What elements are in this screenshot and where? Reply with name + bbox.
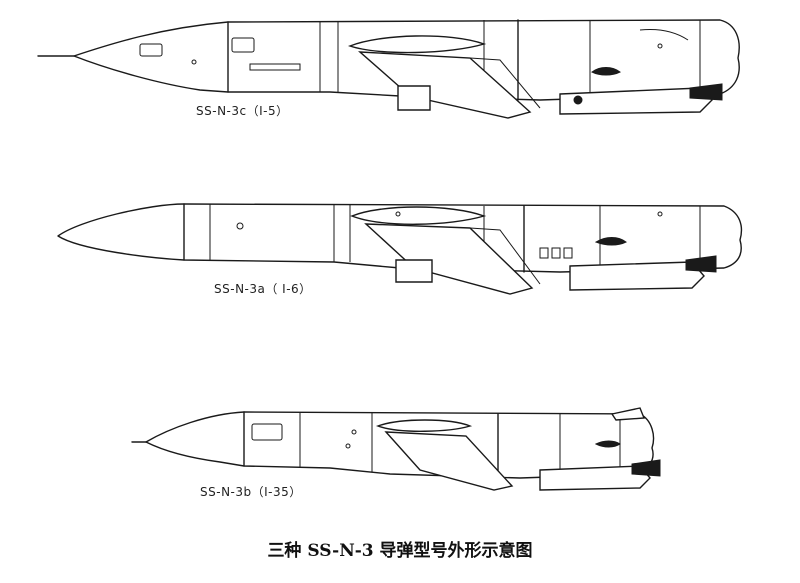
missile-ss-n-3a [57,203,743,295]
missile-ss-n-3b [131,407,661,491]
figure-caption: 三种 SS-N-3 导弹型号外形示意图 [267,541,533,561]
label-ss-n-3a: SS-N-3a（ І-6） [214,282,312,296]
label-ss-n-3c: SS-N-3c（І-5） [196,104,289,118]
missile-ss-n-3c [37,19,740,119]
label-ss-n-3b: SS-N-3b（І-35） [200,485,302,499]
